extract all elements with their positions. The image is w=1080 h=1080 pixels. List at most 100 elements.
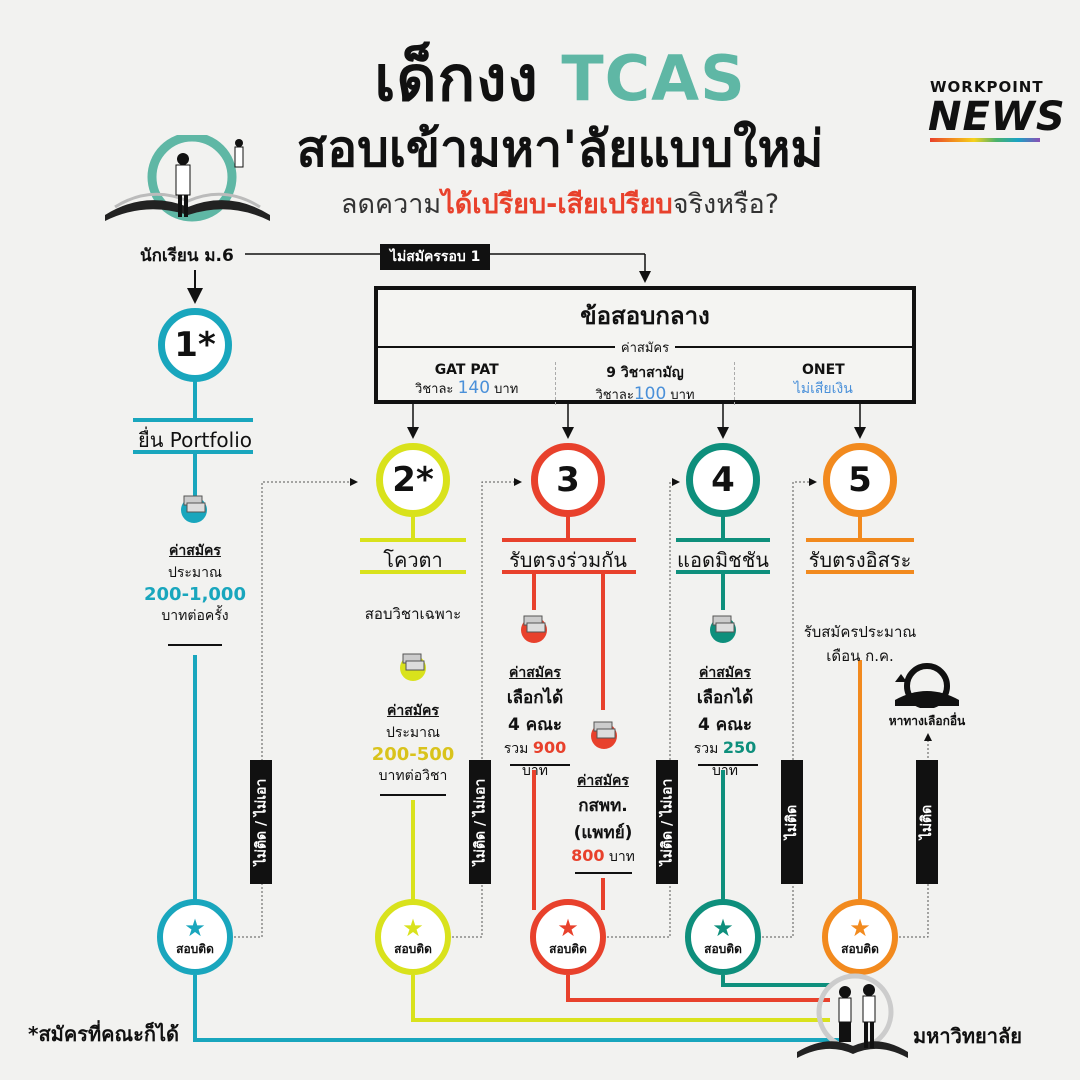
round2-name: โควตา: [383, 548, 443, 572]
central-exam-item: GAT PAT วิชาละ 140 บาท: [378, 362, 557, 405]
fee-title: ค่าสมัคร: [699, 665, 751, 681]
fee-unit: บาทต่อวิชา: [378, 768, 448, 784]
brand-color-bar: [930, 138, 1040, 142]
subtitle-suffix: จริงหรือ?: [672, 189, 780, 220]
round5-note-line2: เดือน ก.ค.: [826, 647, 894, 665]
exam-fee-prefix: วิชาละ: [595, 388, 634, 403]
fee-approx: ประมาณ: [385, 725, 440, 741]
central-exam-item: ONET ไม่เสียเงิน: [735, 362, 912, 405]
university-label: มหาวิทยาลัย: [913, 1024, 1022, 1048]
fail-label: ไม่ติด: [916, 760, 938, 884]
skip-round1-label: ไม่สมัครรอบ 1: [380, 244, 491, 270]
money-icon: [521, 615, 547, 643]
exam-name: ONET: [801, 362, 845, 378]
brand-bottom: NEWS: [928, 94, 1066, 140]
fail-decline-label: ไม่ติด / ไม่เอา: [469, 760, 491, 884]
fail-decline-label: ไม่ติด / ไม่เอา: [250, 760, 272, 884]
round-number: 1*: [174, 325, 216, 365]
fee-choice: เลือกได้: [506, 688, 564, 708]
money-icon: [400, 653, 426, 681]
fee-amount: 900: [532, 738, 567, 757]
round-number: 3: [556, 460, 580, 500]
money-icon: [181, 495, 207, 523]
round1-circle: 1*: [158, 308, 232, 382]
round5-note-line1: รับสมัครประมาณ: [803, 623, 917, 641]
fee-choice-count: 4 คณะ: [697, 715, 753, 735]
central-exam-item: 9 วิชาสามัญ วิชาละ100 บาท: [556, 362, 735, 405]
pass-label: สอบติด: [549, 941, 587, 956]
round5-note: รับสมัครประมาณ เดือน ก.ค.: [790, 620, 930, 668]
exam-fee-unit: บาท: [494, 382, 519, 397]
fee-prefix: รวม: [693, 741, 719, 757]
round2-circle: 2*: [376, 443, 450, 517]
exam-name: GAT PAT: [434, 362, 499, 378]
round3-name: รับตรงร่วมกัน: [509, 548, 627, 572]
fail-text: ไม่ติด / ไม่เอา: [253, 778, 270, 866]
exam-fee-free: ไม่เสียเงิน: [793, 381, 853, 397]
title-line2: สอบเข้ามหา'ลัยแบบใหม่: [296, 120, 824, 178]
fee-amount: 200-1,000: [144, 584, 246, 605]
fee-amount: 200-500: [371, 744, 455, 765]
subtitle-highlight: ได้เปรียบ-เสียเปรียบ: [441, 189, 673, 220]
fee-choice-count: 4 คณะ: [507, 715, 563, 735]
title-accent: TCAS: [561, 42, 746, 115]
fee-title: ค่าสมัคร: [577, 773, 629, 789]
fail-text: ไม่ติด: [919, 804, 936, 840]
round3-fee: ค่าสมัคร เลือกได้ 4 คณะ รวม 900 บาท: [490, 662, 580, 782]
round3-medical-fee: ค่าสมัคร กสพท. (แพทย์) 800 บาท: [560, 770, 646, 868]
fee-unit: บาท: [608, 849, 635, 865]
round-number: 2*: [392, 460, 434, 500]
round2-note: สอบวิชาเฉพาะ: [364, 605, 462, 623]
fee-approx: ประมาณ: [167, 565, 222, 581]
university-graduates-icon: [797, 973, 908, 1058]
fail-text: ไม่ติด: [784, 804, 801, 840]
round2-fee: ค่าสมัคร ประมาณ 200-500 บาทต่อวิชา: [353, 700, 473, 787]
fail-label: ไม่ติด: [781, 760, 803, 884]
subtitle-prefix: ลดความ: [340, 189, 442, 220]
round1-fee: ค่าสมัคร ประมาณ 200-1,000 บาทต่อครั้ง: [135, 540, 255, 627]
fee-unit: บาท: [522, 763, 548, 779]
round-number: 5: [848, 460, 872, 500]
fee-title: ค่าสมัคร: [169, 543, 221, 559]
footnote: *สมัครที่คณะก็ได้: [28, 1022, 179, 1046]
central-exam-title: ข้อสอบกลาง: [580, 302, 710, 330]
alternative-path-icon: [895, 663, 959, 708]
round4-fee: ค่าสมัคร เลือกได้ 4 คณะ รวม 250 บาท: [680, 662, 770, 782]
round3-circle: 3: [531, 443, 605, 517]
pass-label: สอบติด: [176, 941, 214, 956]
pass-label: สอบติด: [841, 941, 879, 956]
round4-name: แอดมิชชัน: [677, 548, 769, 572]
pass-label: สอบติด: [394, 941, 432, 956]
round4-circle: 4: [686, 443, 760, 517]
round5-name: รับตรงอิสระ: [808, 548, 912, 572]
exam-fee-prefix: วิชาละ: [415, 382, 454, 397]
round1-name: ยื่น Portfolio: [137, 428, 253, 452]
star-icon: ★: [849, 913, 871, 942]
fee-label-text: ค่าสมัคร: [614, 341, 676, 356]
central-exam-fee-label: ค่าสมัคร: [378, 337, 912, 358]
star-icon: ★: [402, 913, 424, 942]
fee-medical-sub: (แพทย์): [573, 823, 633, 843]
brand-top: WORKPOINT: [930, 78, 1044, 96]
exam-fee-unit: บาท: [670, 388, 695, 403]
round3-pass-circle: ★ สอบติด: [530, 899, 606, 975]
fee-amount: 250: [722, 738, 757, 757]
central-exam-box: ข้อสอบกลาง ค่าสมัคร GAT PAT วิชาละ 140 บ…: [374, 286, 916, 405]
round5-pass-circle: ★ สอบติด: [822, 899, 898, 975]
money-icon: [591, 721, 617, 749]
fee-title: ค่าสมัคร: [387, 703, 439, 719]
fee-amount: 800: [571, 846, 605, 865]
money-icon: [710, 615, 736, 643]
round1-pass-circle: ★ สอบติด: [157, 899, 233, 975]
round2-pass-circle: ★ สอบติด: [375, 899, 451, 975]
round4-pass-circle: ★ สอบติด: [685, 899, 761, 975]
book-student-icon: [105, 135, 270, 222]
exam-fee-amount: 100: [633, 384, 667, 404]
fee-choice: เลือกได้: [696, 688, 754, 708]
star-icon: ★: [712, 913, 734, 942]
exam-name: 9 วิชาสามัญ: [606, 365, 684, 381]
star-icon: ★: [557, 913, 579, 942]
alternative-label: หาทางเลือกอื่น: [888, 714, 966, 728]
star-icon: ★: [184, 913, 206, 942]
